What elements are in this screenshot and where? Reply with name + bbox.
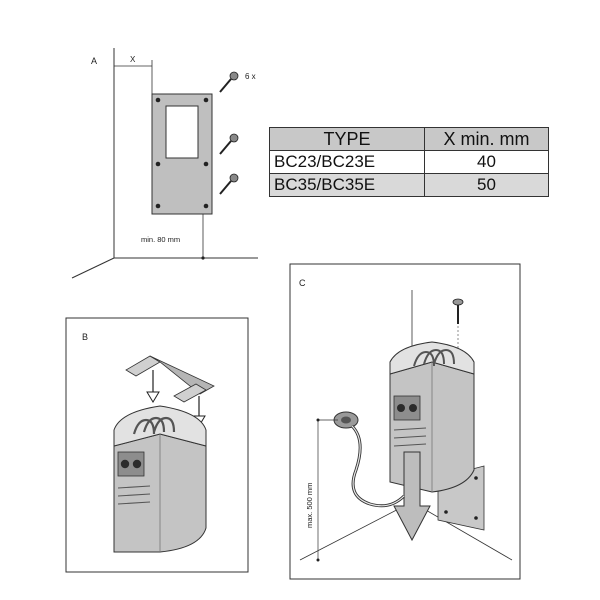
heating-element	[413, 350, 435, 367]
max-dimension-label: max. 500 mm	[305, 483, 314, 528]
table-cell-x-min: 40	[424, 150, 549, 174]
panel-c: C	[289, 263, 521, 580]
table-header-type: TYPE	[269, 127, 425, 151]
control-knob-icon	[397, 404, 405, 412]
control-knob-icon	[409, 404, 417, 412]
x-dimension-label: X	[130, 55, 136, 64]
floor-line	[299, 501, 413, 561]
heating-element	[433, 348, 455, 365]
heating-element	[152, 416, 176, 433]
screw-count-label: 6 x	[245, 72, 256, 81]
screw-hole	[474, 476, 478, 480]
panel-c-label: C	[299, 278, 306, 288]
heater-top-opening	[113, 405, 207, 447]
cover-lid-small	[173, 383, 207, 403]
heating-element	[132, 418, 156, 435]
panel-a: A X 6 x min. 80	[71, 48, 258, 279]
screw-hole	[444, 510, 448, 514]
cover-lid-right	[149, 355, 215, 395]
table-cell-x-min: 50	[424, 173, 549, 197]
vent-slot	[393, 435, 427, 439]
max-dimension-end	[316, 418, 320, 422]
screw-icon	[452, 298, 464, 324]
min-dimension-label: min. 80 mm	[141, 235, 180, 244]
arrow-down-icon	[393, 451, 431, 542]
table-header-x-min: X min. mm	[424, 127, 549, 151]
floor-line-left	[71, 257, 115, 279]
table-header-row: TYPE X min. mm	[269, 127, 549, 151]
heating-element	[423, 348, 445, 365]
control-knob-icon	[132, 459, 142, 469]
vent-slot	[117, 501, 151, 505]
screw-hole	[155, 203, 161, 209]
panel-a-label: A	[91, 56, 97, 66]
clearance-table: TYPE X min. mm BC23/BC23E 40 BC35/BC35E …	[269, 127, 549, 197]
sensor-cable-inner	[351, 425, 405, 507]
control-knob-icon	[120, 459, 130, 469]
arrow-down-icon-head	[146, 391, 160, 403]
screw-icon	[219, 133, 239, 155]
panel-b: B	[65, 317, 249, 573]
screw-hole	[203, 203, 209, 209]
min-dimension-end	[201, 256, 205, 260]
temperature-sensor-center	[341, 416, 351, 424]
table-row: BC35/BC35E 50	[269, 173, 549, 197]
screw-hole	[203, 97, 209, 103]
panel-b-label: B	[82, 332, 88, 342]
table-row: BC23/BC23E 40	[269, 150, 549, 174]
floor-line	[411, 501, 513, 561]
screw-icon	[219, 173, 239, 195]
screw-hole	[155, 97, 161, 103]
screw-hole	[203, 161, 209, 167]
table-cell-type: BC23/BC23E	[269, 150, 425, 174]
vent-slot	[393, 427, 427, 431]
vent-slot	[117, 485, 151, 489]
screw-icon	[219, 71, 239, 93]
vent-slot	[393, 443, 427, 447]
vent-slot	[117, 493, 151, 497]
mounting-plate-opening	[165, 105, 199, 159]
screw-hole	[155, 161, 161, 167]
table-cell-type: BC35/BC35E	[269, 173, 425, 197]
max-dimension-end	[316, 558, 320, 562]
screw-hole	[474, 516, 478, 520]
heating-element	[142, 416, 166, 433]
